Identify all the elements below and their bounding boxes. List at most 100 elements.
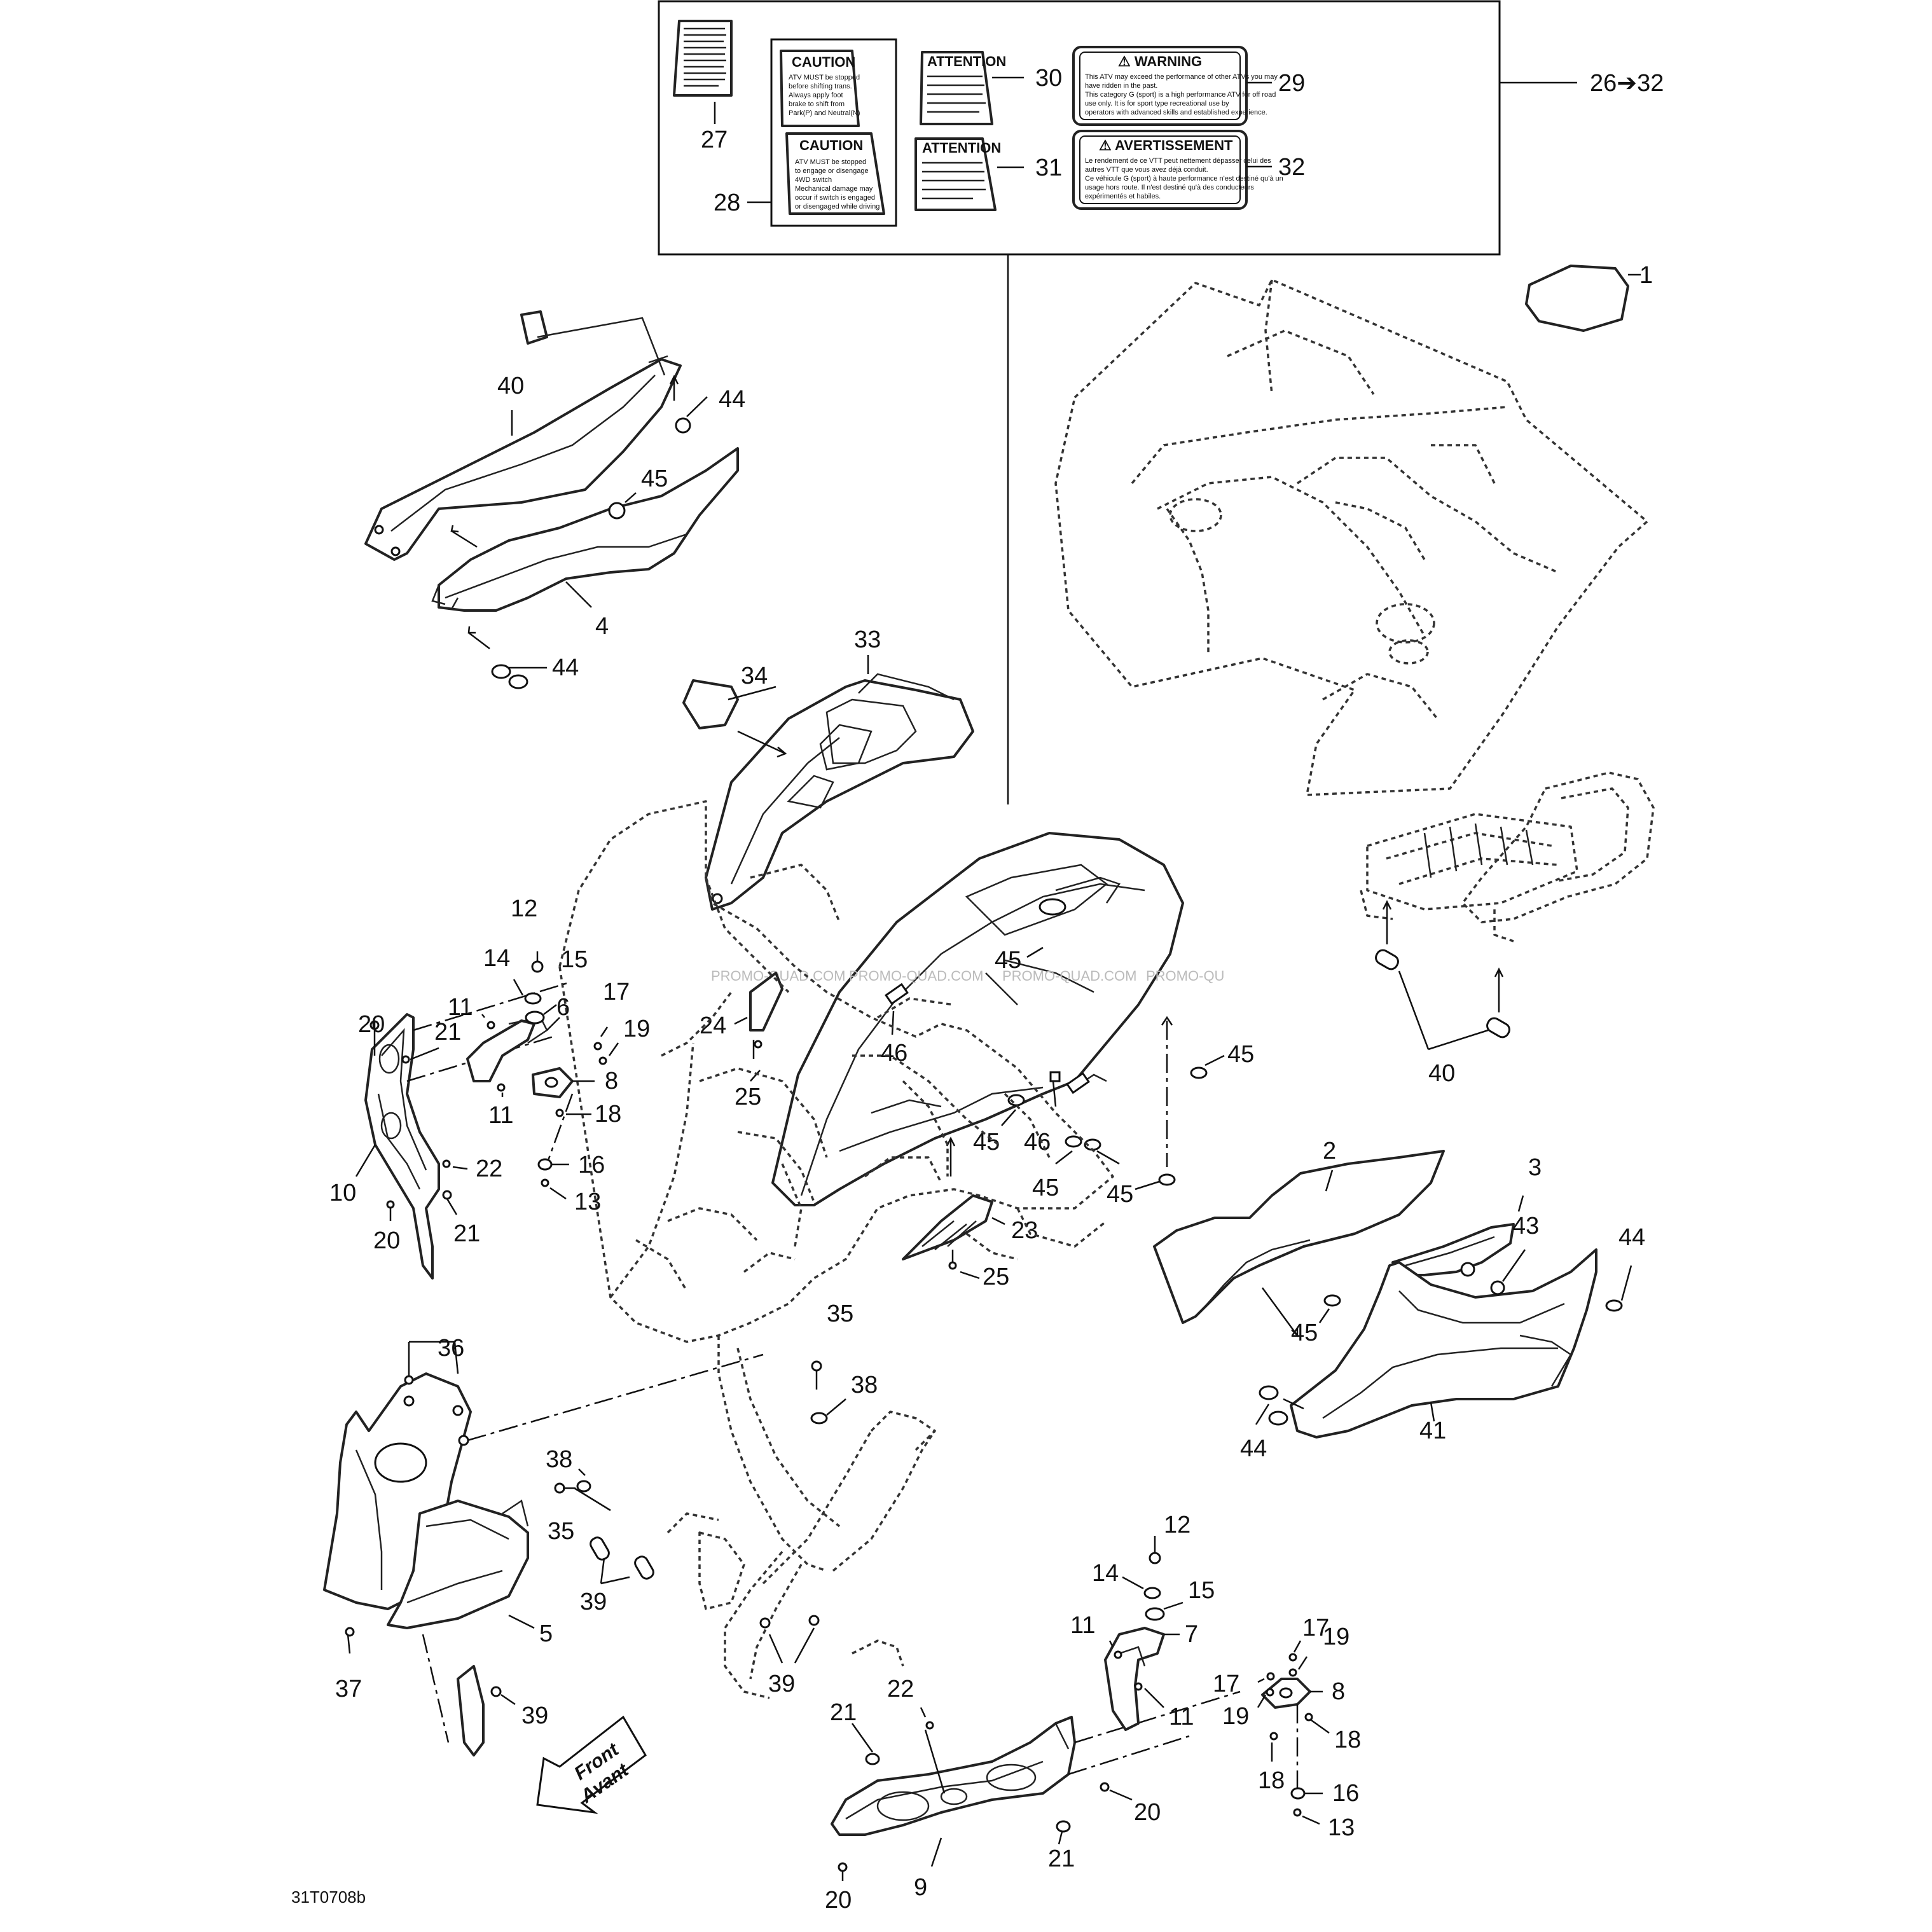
callout-45-body-d: 45 (1032, 1175, 1059, 1201)
svg-text:have ridden in the past.: have ridden in the past. (1085, 82, 1157, 90)
callout-19-b: 19 (1323, 1624, 1349, 1650)
callout-15-b: 15 (1188, 1577, 1215, 1604)
callout-9: 9 (914, 1874, 927, 1901)
callout-40-rear: 40 (1428, 1060, 1455, 1087)
diagram-code: 31T0708b (291, 1887, 366, 1907)
callout-22-a: 22 (476, 1156, 502, 1182)
svg-text:PROMO-QUAD.COM: PROMO-QUAD.COM (849, 968, 983, 984)
callout-23: 23 (1011, 1217, 1038, 1244)
callout-44-panel4: 44 (552, 654, 579, 681)
callout-1: 1 (1639, 262, 1653, 289)
callout-20-a: 20 (358, 1011, 385, 1038)
callout-5: 5 (539, 1620, 553, 1647)
svg-text:autres VTT que vous avez déjà: autres VTT que vous avez déjà conduit. (1085, 166, 1208, 174)
callout-14-a: 14 (483, 945, 510, 972)
svg-text:PROMO-QU: PROMO-QU (1146, 968, 1224, 984)
rear-rack-support (1360, 771, 1655, 942)
side-panel-2: 2 (1153, 1138, 1445, 1338)
svg-text:Mechanical damage may: Mechanical damage may (795, 185, 873, 193)
plate-8: 17 19 8 18 16 13 (532, 979, 650, 1215)
decal-32: ⚠ AVERTISSEMENT Le rendement de ce VTT p… (1072, 130, 1305, 210)
decal-32-heading: ⚠ AVERTISSEMENT (1099, 137, 1233, 153)
svg-text:Le rendement de ce VTT peut ne: Le rendement de ce VTT peut nettement dé… (1085, 157, 1271, 165)
left-light-assembly-10: 20 21 22 10 20 21 (329, 981, 570, 1280)
svg-text:before shifting trans.: before shifting trans. (789, 83, 852, 90)
reflector-23: 23 25 (902, 1136, 1038, 1290)
callout-17-a: 17 (603, 979, 630, 1005)
svg-text:This category G (sport) is a h: This category G (sport) is a high perfor… (1085, 91, 1276, 99)
svg-text:occur if switch is engaged: occur if switch is engaged (795, 194, 875, 202)
callout-45-panel4: 45 (641, 466, 668, 492)
callout-19-c: 19 (1222, 1703, 1249, 1730)
callout-44-top: 44 (719, 386, 745, 413)
callout-39-nose: 39 (521, 1702, 548, 1729)
callout-4: 4 (595, 613, 609, 640)
callout-29: 29 (1278, 70, 1305, 97)
callout-21-b: 21 (453, 1220, 480, 1247)
callout-17-c: 17 (1213, 1671, 1239, 1697)
callout-20-c: 20 (825, 1887, 852, 1914)
decal-31: ATTENTION 31 (914, 137, 1062, 211)
svg-text:ATV MUST be stopped: ATV MUST be stopped (795, 158, 866, 166)
svg-text:brake to shift from: brake to shift from (789, 100, 845, 108)
callout-36: 36 (438, 1335, 464, 1362)
svg-text:or disengaged while driving: or disengaged while driving (795, 203, 880, 210)
reflector-24-top: 24 25 (700, 972, 783, 1110)
callout-11-b: 11 (488, 1102, 513, 1129)
callout-24-bottom: 25 (983, 1264, 1009, 1290)
svg-text:use only. It is for sport type: use only. It is for sport type recreatio… (1085, 100, 1229, 107)
callout-19-a: 19 (623, 1016, 650, 1042)
decal-28: CAUTION ATV MUST be stopped before shift… (714, 38, 897, 227)
callout-2: 2 (1323, 1138, 1336, 1164)
svg-text:to engage or disengage: to engage or disengage (795, 167, 869, 175)
callout-18-c: 18 (1258, 1767, 1285, 1794)
callout-43: 43 (1512, 1213, 1539, 1239)
svg-text:operators with advanced skills: operators with advanced skills and estab… (1085, 109, 1267, 116)
callout-15-a: 15 (561, 946, 588, 973)
part-1-pad: 1 (1525, 262, 1653, 332)
callout-10: 10 (329, 1180, 356, 1206)
svg-text:PROMO-QUAD.COM: PROMO-QUAD.COM (1002, 968, 1136, 984)
callout-41: 41 (1419, 1418, 1446, 1444)
callout-28: 28 (714, 190, 740, 216)
callout-40-front: 39 (580, 1589, 607, 1615)
front-nose-5: 36 5 37 39 (323, 1335, 764, 1756)
callout-16-b: 16 (1332, 1780, 1359, 1807)
callout-25: 25 (735, 1084, 761, 1110)
callout-26-32: 26➔32 (1590, 70, 1664, 97)
front-direction-arrow: Front Avant (536, 1715, 647, 1814)
callout-21-d: 21 (1048, 1846, 1075, 1872)
callout-44-panel41: 44 (1618, 1224, 1645, 1251)
bracket-7: 12 14 15 11 7 11 (1070, 1512, 1215, 1731)
callout-11-d: 11 (1169, 1704, 1194, 1730)
side-panel-41: 43 41 45 44 44 (1240, 1213, 1645, 1462)
callout-7: 7 (1185, 1621, 1198, 1648)
callout-12-b: 12 (1164, 1512, 1190, 1538)
front-hardware: 35 38 35 38 39 39 (546, 1301, 878, 1697)
callout-45-body-e: 45 (1107, 1181, 1133, 1208)
callout-20-b: 20 (373, 1227, 400, 1254)
decal-28a-heading: CAUTION (792, 54, 855, 70)
decal-29: ⚠ WARNING This ATV may exceed the perfor… (1072, 46, 1305, 126)
callout-21-c: 21 (830, 1699, 857, 1726)
callout-35-top: 35 (827, 1301, 853, 1327)
callout-27: 27 (701, 127, 728, 153)
decal-kit-box: 26➔32 27 CAUTION ATV MUST be stopped bef… (658, 0, 1664, 804)
callout-8-a: 8 (605, 1068, 618, 1094)
callout-39-front: 39 (768, 1671, 795, 1697)
svg-text:ATTENTION: ATTENTION (922, 140, 1001, 156)
side-panel-4: 45 4 44 (431, 447, 739, 689)
rear-body-hardware: 45 46 45 45 (973, 1071, 1176, 1208)
callout-13-a: 13 (574, 1189, 601, 1215)
callout-45-panel41: 45 (1291, 1320, 1318, 1346)
callout-3: 3 (1528, 1154, 1542, 1181)
callout-12-a: 12 (511, 895, 537, 922)
callout-17-b: 17 (1302, 1615, 1329, 1641)
callout-45-body-a: 45 (995, 947, 1021, 974)
callout-38-left: 38 (546, 1446, 572, 1473)
callout-31: 31 (1035, 155, 1062, 181)
callout-8-b: 8 (1332, 1678, 1345, 1705)
decal-27: 27 (673, 20, 733, 153)
plate-8-right: 17 19 8 17 19 18 18 16 13 (1213, 1615, 1361, 1841)
svg-text:usage hors route. Il n'est des: usage hors route. Il n'est destiné qu'à … (1085, 184, 1254, 191)
